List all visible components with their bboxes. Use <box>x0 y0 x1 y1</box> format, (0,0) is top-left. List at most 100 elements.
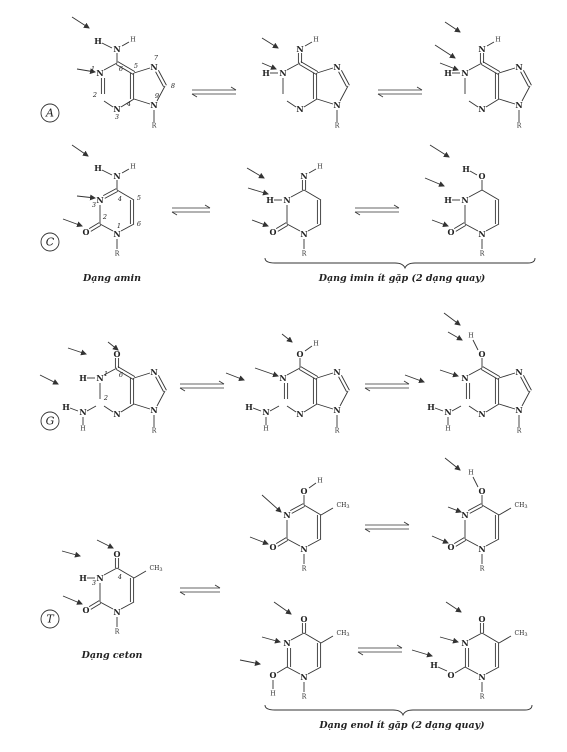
double-bond <box>338 71 347 87</box>
base-circle <box>40 609 60 629</box>
oxygen: O <box>114 349 121 359</box>
equilibrium-arrows <box>354 204 400 216</box>
bond <box>86 405 97 412</box>
bond <box>252 407 262 412</box>
electron-arrow <box>424 177 445 187</box>
double-bond <box>90 224 102 232</box>
double-bond <box>482 61 501 73</box>
double-bond <box>275 537 287 545</box>
double-bond <box>468 503 482 511</box>
ring-position-number: 5 <box>134 62 138 70</box>
ring-nitrogen: N <box>296 409 303 419</box>
electron-arrow <box>429 144 450 158</box>
ring-nitrogen: N <box>333 367 340 377</box>
electron-arrow <box>107 341 119 351</box>
electron-arrow <box>249 536 269 545</box>
double-bond <box>469 506 483 514</box>
hydrogen: H <box>270 691 275 698</box>
bond <box>101 169 113 176</box>
ribose-substituent: R <box>302 694 307 701</box>
ring-position-number: 2 <box>103 394 108 402</box>
bond <box>481 632 500 644</box>
ring-nitrogen: N <box>96 68 103 78</box>
double-bond <box>104 191 118 199</box>
bond <box>339 390 349 407</box>
bond <box>472 339 479 351</box>
ribose-substituent: R <box>517 428 522 435</box>
double-bond <box>275 222 287 230</box>
hydrogen: H <box>444 68 452 78</box>
ribose-substituent: R <box>152 123 157 130</box>
hydrogen: H <box>462 164 470 174</box>
bond <box>99 601 114 610</box>
electron-arrow <box>431 219 449 228</box>
equilibrium-arrows <box>179 584 221 596</box>
equilibrium-arrows <box>364 521 410 533</box>
oxygen: O <box>114 549 121 559</box>
electron-arrow <box>251 219 269 228</box>
electron-arrow <box>261 494 282 513</box>
equilibrium-arrows <box>191 86 237 98</box>
electron-arrow <box>447 331 463 341</box>
ribose-substituent: R <box>302 251 307 258</box>
bond <box>316 403 334 410</box>
group-brace <box>264 257 536 270</box>
equilibrium-arrows <box>364 380 410 392</box>
bond <box>120 223 135 232</box>
ring-nitrogen: N <box>150 100 157 110</box>
electron-arrow <box>71 144 89 157</box>
bond <box>485 538 500 547</box>
ring-nitrogen: N <box>283 510 290 520</box>
double-bond <box>117 61 136 73</box>
exocyclic-nitrogen: N <box>478 44 485 54</box>
base-label-t: T <box>40 609 60 629</box>
base-letter: A <box>45 107 54 120</box>
bond <box>303 504 322 516</box>
bond <box>498 67 516 74</box>
bond <box>316 98 334 105</box>
bond <box>468 189 483 198</box>
oxygen: O <box>301 486 308 496</box>
bond <box>464 538 479 547</box>
ribose-substituent: R <box>480 251 485 258</box>
bond <box>434 407 444 412</box>
ring-position-number: 6 <box>119 65 123 73</box>
oxygen: O <box>301 614 308 624</box>
base-label-a: A <box>40 103 60 123</box>
bond <box>121 168 130 174</box>
ring-nitrogen: N <box>478 229 485 239</box>
bond <box>286 538 301 547</box>
base-circle <box>40 103 60 123</box>
ring-nitrogen: N <box>333 100 340 110</box>
bond <box>320 507 334 516</box>
bond <box>316 67 334 74</box>
electron-arrow <box>439 636 459 644</box>
bond <box>286 62 301 71</box>
hydrogen: H <box>94 163 102 173</box>
electron-arrow <box>261 636 281 644</box>
bond <box>464 666 479 675</box>
hydrogen: H <box>313 37 318 44</box>
oxygen: O <box>479 614 486 624</box>
hydrogen: H <box>445 426 450 433</box>
bond <box>286 666 301 675</box>
ring-position-number: 1 <box>104 370 108 378</box>
bond <box>308 482 317 489</box>
hydrogen: H <box>62 402 70 412</box>
oxygen: O <box>479 349 486 359</box>
caption-imin: Dạng imin ít gặp (2 dạng quay) <box>318 273 486 284</box>
hydrogen: H <box>468 333 473 340</box>
double-bond <box>277 539 289 547</box>
bond <box>485 666 500 675</box>
base-label-c: C <box>40 232 60 252</box>
double-bond <box>455 539 467 547</box>
bond <box>498 635 512 644</box>
bond <box>468 632 483 641</box>
bond <box>101 42 113 49</box>
ring-nitrogen: N <box>283 638 290 648</box>
hydrogen: H <box>495 37 500 44</box>
bond <box>303 98 318 108</box>
bond <box>120 403 135 413</box>
ring-position-number: 4 <box>117 573 122 581</box>
ring-nitrogen: N <box>279 68 286 78</box>
